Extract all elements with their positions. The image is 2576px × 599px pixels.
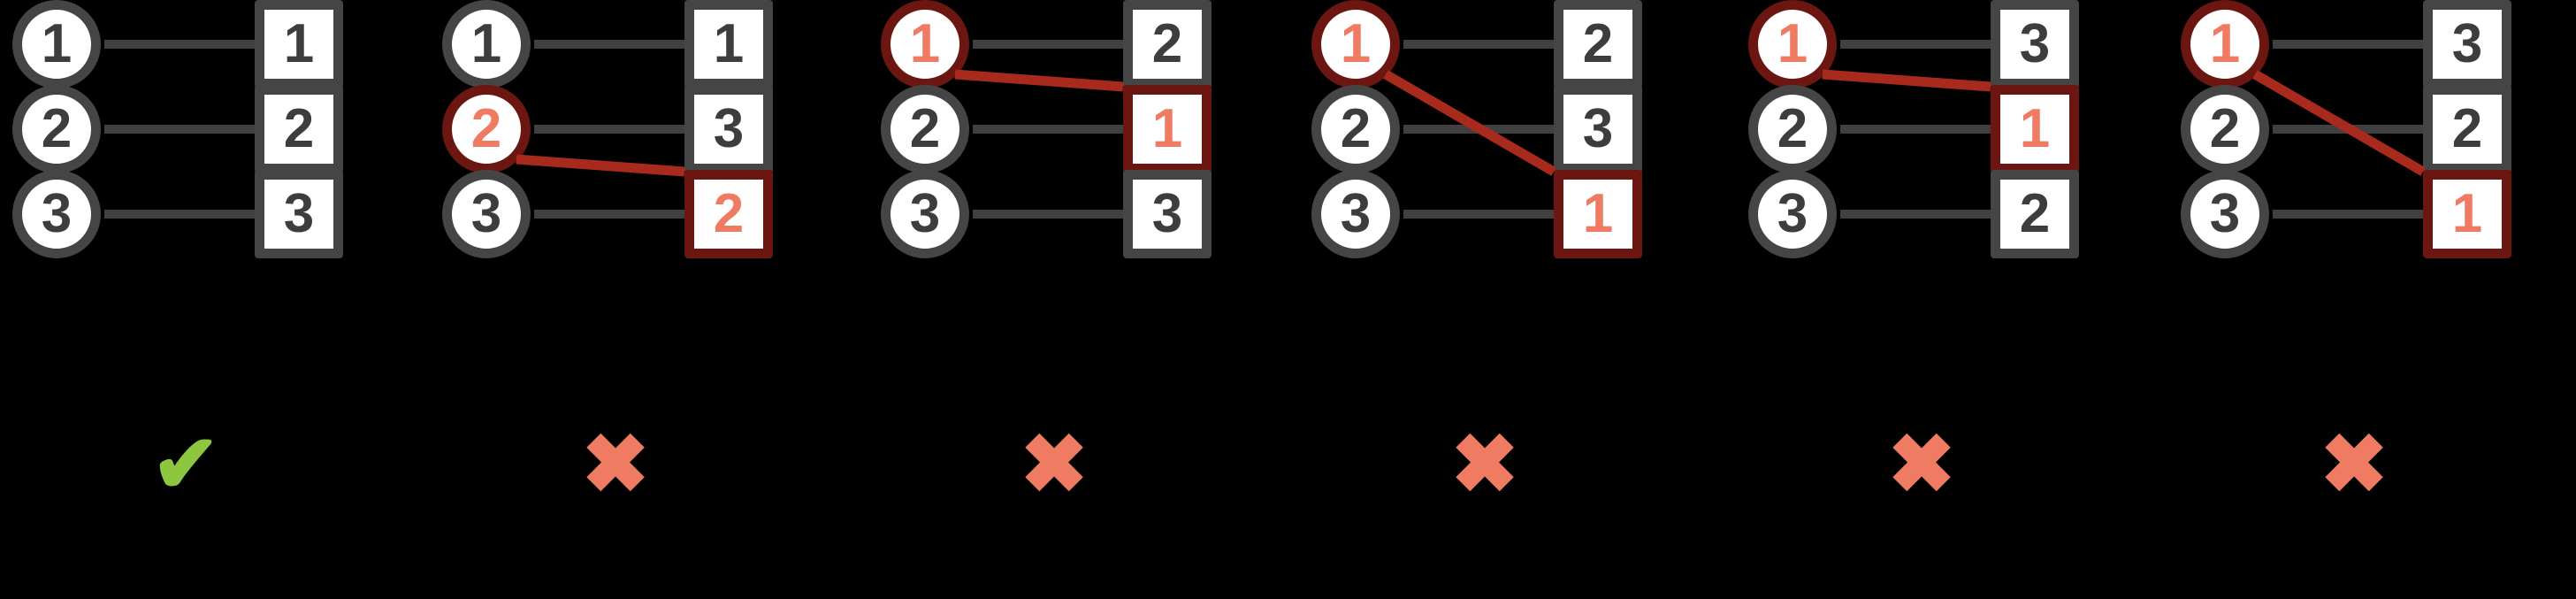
circle-node[interactable]: 2	[442, 85, 531, 173]
pair-connector-line	[104, 125, 255, 134]
circle-node[interactable]: 3	[1311, 170, 1400, 258]
pair-connector-line	[1840, 40, 1991, 49]
square-node[interactable]: 3	[1554, 85, 1642, 173]
pair-connector-line	[973, 210, 1123, 219]
pair-connector-line	[1403, 40, 1554, 49]
square-node[interactable]: 3	[684, 85, 773, 173]
pair-connector-line	[2273, 125, 2423, 134]
cross-icon: ✖	[2320, 419, 2389, 510]
square-node[interactable]: 1	[2423, 170, 2511, 258]
circle-node[interactable]: 1	[1311, 0, 1400, 88]
cross-icon: ✖	[581, 419, 650, 510]
circle-node[interactable]: 1	[12, 0, 101, 88]
square-node[interactable]: 2	[1123, 0, 1212, 88]
square-node[interactable]: 2	[684, 170, 773, 258]
pair-connector-line	[973, 40, 1123, 49]
pair-connector-line	[1403, 210, 1554, 219]
pair-connector-line	[1840, 210, 1991, 219]
check-icon: ✔	[151, 419, 220, 510]
square-node[interactable]: 1	[255, 0, 343, 88]
circle-node[interactable]: 2	[12, 85, 101, 173]
square-node[interactable]: 3	[255, 170, 343, 258]
square-node[interactable]: 2	[2423, 85, 2511, 173]
circle-node[interactable]: 3	[881, 170, 969, 258]
pair-connector-line	[1840, 125, 1991, 134]
pair-connector-line	[534, 40, 684, 49]
circle-node[interactable]: 2	[2181, 85, 2269, 173]
circle-node[interactable]: 1	[442, 0, 531, 88]
circle-node[interactable]: 2	[1748, 85, 1837, 173]
pair-connector-line	[104, 40, 255, 49]
circle-node[interactable]: 3	[12, 170, 101, 258]
cross-icon: ✖	[1020, 419, 1089, 510]
square-node[interactable]: 1	[1991, 85, 2079, 173]
circle-node[interactable]: 3	[2181, 170, 2269, 258]
circle-node[interactable]: 2	[1311, 85, 1400, 173]
square-node[interactable]: 2	[255, 85, 343, 173]
pair-connector-line	[534, 125, 684, 134]
pair-connector-line	[534, 210, 684, 219]
square-node[interactable]: 1	[1123, 85, 1212, 173]
square-node[interactable]: 1	[684, 0, 773, 88]
square-node[interactable]: 3	[1991, 0, 2079, 88]
square-node[interactable]: 3	[2423, 0, 2511, 88]
pair-connector-line	[104, 210, 255, 219]
circle-node[interactable]: 1	[881, 0, 969, 88]
pair-connector-line	[973, 125, 1123, 134]
cross-icon: ✖	[1450, 419, 1519, 510]
cross-icon: ✖	[1887, 419, 1956, 510]
square-node[interactable]: 2	[1991, 170, 2079, 258]
circle-node[interactable]: 3	[1748, 170, 1837, 258]
square-node[interactable]: 3	[1123, 170, 1212, 258]
pair-connector-line	[1403, 125, 1554, 134]
square-node[interactable]: 1	[1554, 170, 1642, 258]
circle-node[interactable]: 1	[1748, 0, 1837, 88]
square-node[interactable]: 2	[1554, 0, 1642, 88]
circle-node[interactable]: 3	[442, 170, 531, 258]
pair-connector-line	[2273, 40, 2423, 49]
pair-connector-line	[2273, 210, 2423, 219]
circle-node[interactable]: 1	[2181, 0, 2269, 88]
circle-node[interactable]: 2	[881, 85, 969, 173]
